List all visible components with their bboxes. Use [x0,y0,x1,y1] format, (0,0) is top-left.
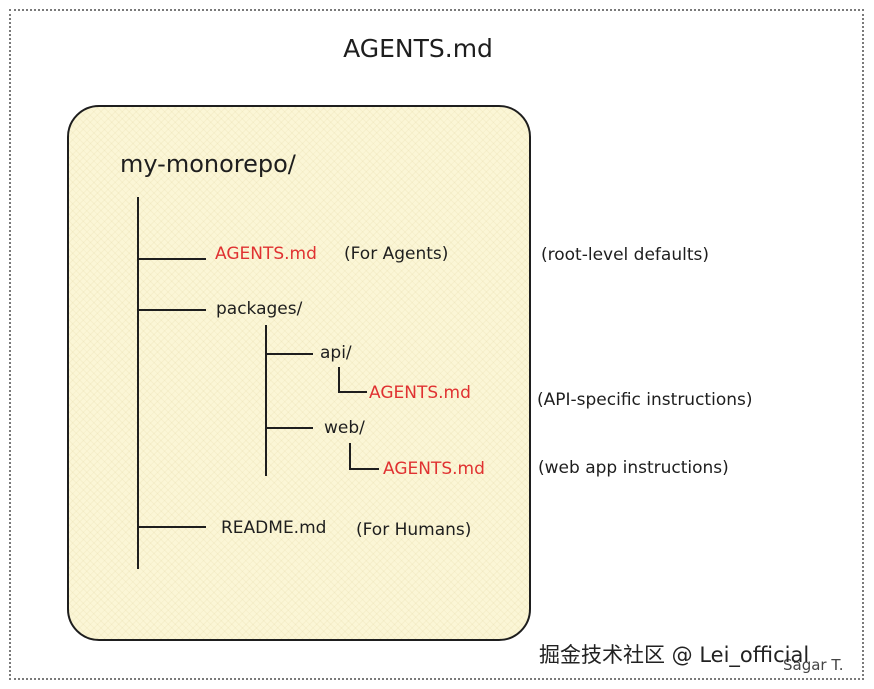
diagram-title: AGENTS.md [343,34,493,63]
root-agents-note: (For Agents) [344,244,449,264]
root-agents-annotation: (root-level defaults) [541,245,709,265]
author-signature: Sagar T. [783,656,844,674]
root-agents-file: AGENTS.md [215,244,317,264]
packages-folder-label: packages/ [216,299,303,319]
api-annotation: (API-specific instructions) [537,390,753,410]
monorepo-panel [67,105,531,641]
outer-dotted-frame [9,9,864,680]
web-annotation: (web app instructions) [538,458,729,478]
web-agents-file: AGENTS.md [383,459,485,479]
readme-file: README.md [221,518,327,538]
api-agents-file: AGENTS.md [369,383,471,403]
web-folder-label: web/ [324,418,365,438]
branch-web-agents [349,443,379,470]
readme-note: (For Humans) [356,520,472,540]
branch-api-agents [338,367,367,393]
root-folder-label: my-monorepo/ [120,150,296,178]
api-folder-label: api/ [320,343,352,363]
watermark-text: 掘金技术社区 @ Lei_official [539,643,810,667]
